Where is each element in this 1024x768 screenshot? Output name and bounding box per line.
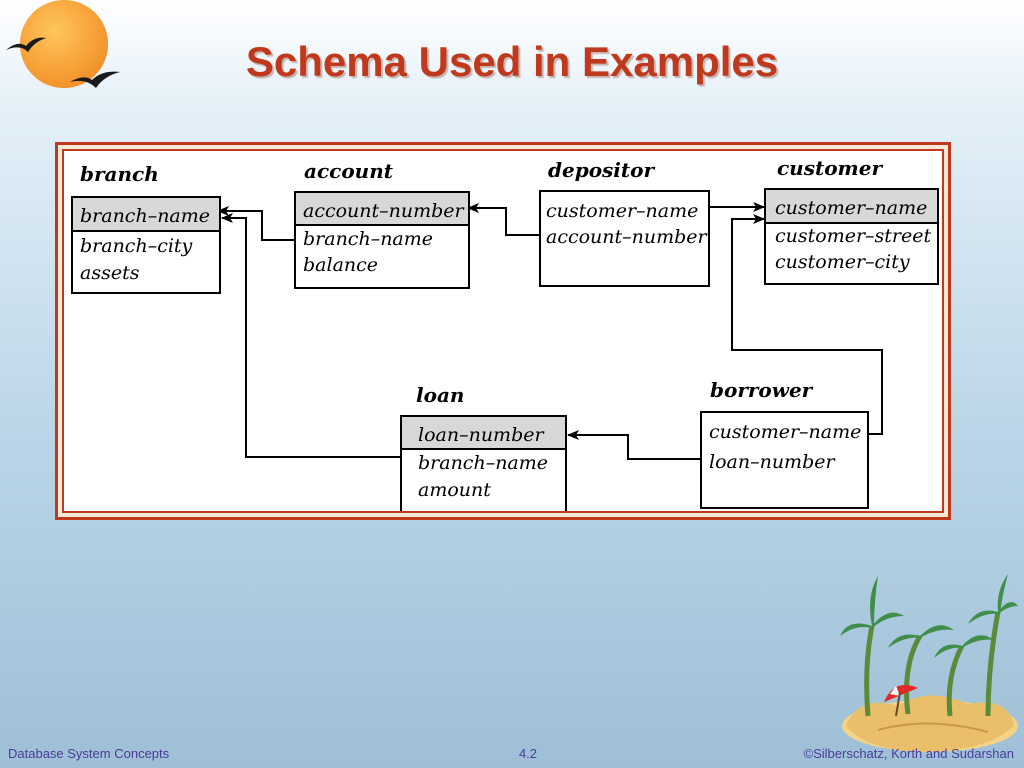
footer-slide-number: 4.2 [518, 746, 538, 761]
account-attr: branch–name [303, 228, 433, 250]
schema-diagram: branch branch–name branch–city assets ac… [71, 156, 939, 511]
slide-title: Schema Used in Examples [245, 38, 779, 85]
schema-frame-inner: branch branch–name branch–city assets ac… [62, 149, 944, 513]
customer-key-attr: customer–name [775, 197, 927, 219]
schema-frame: branch branch–name branch–city assets ac… [55, 142, 951, 520]
table-name-depositor: depositor [548, 158, 655, 182]
customer-attr: customer–street [775, 225, 932, 247]
table-account: account account–number branch–name balan… [294, 159, 470, 289]
palm-island-icon [840, 574, 1018, 752]
link-account-branch [217, 206, 295, 241]
loan-key-attr: loan–number [418, 424, 545, 446]
footer-copyright: ©Silberschatz, Korth and Sudarshan [803, 746, 1014, 761]
link-loan-branch [221, 213, 401, 458]
loan-attr: branch–name [418, 452, 548, 474]
table-name-loan: loan [416, 383, 464, 407]
branch-attr: assets [80, 262, 140, 284]
depositor-attr: account–number [546, 226, 709, 248]
borrower-attr: customer–name [709, 421, 861, 443]
account-key-attr: account–number [303, 200, 466, 222]
table-loan: loan loan–number branch–name amount [400, 383, 567, 511]
link-borrower-loan [567, 430, 701, 460]
table-depositor: depositor customer–name account–number [539, 158, 710, 287]
table-branch: branch branch–name branch–city assets [71, 162, 221, 294]
table-borrower: borrower customer–name loan–number [700, 378, 869, 509]
link-depositor-account [467, 203, 540, 236]
link-borrower-customer [731, 214, 883, 435]
borrower-attr: loan–number [709, 451, 836, 473]
customer-attr: customer–city [775, 251, 910, 273]
depositor-attr: customer–name [546, 200, 698, 222]
loan-attr: amount [418, 479, 491, 501]
table-name-borrower: borrower [710, 378, 814, 402]
table-name-account: account [304, 159, 394, 183]
footer-course-title: Database System Concepts [8, 746, 170, 761]
table-name-customer: customer [777, 156, 883, 180]
sun-birds-icon [6, 0, 120, 88]
branch-key-attr: branch–name [80, 205, 210, 227]
table-customer: customer customer–name customer–street c… [764, 156, 939, 285]
account-attr: balance [303, 254, 378, 276]
branch-attr: branch–city [80, 235, 193, 257]
table-name-branch: branch [80, 162, 159, 186]
